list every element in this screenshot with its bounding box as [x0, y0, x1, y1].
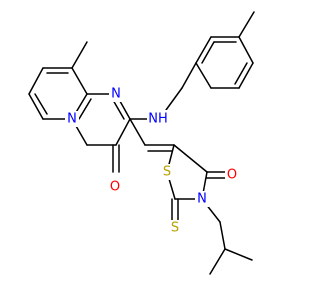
atoms: NH N N O S N O S — [65, 86, 240, 236]
bond — [112, 99, 125, 120]
bond — [181, 62, 197, 89]
bond — [115, 118, 131, 146]
atom-label-mask — [109, 86, 123, 102]
ring-nitrogen-label: N — [111, 87, 121, 102]
fused-nitrogen-label: N — [67, 112, 77, 127]
bond — [78, 98, 92, 120]
atom-label-mask — [225, 167, 240, 183]
atom-label-mask — [108, 179, 123, 195]
bond — [28, 93, 44, 120]
bond — [28, 67, 44, 95]
atom-label-mask — [168, 220, 182, 236]
bond — [195, 62, 212, 89]
thione-sulfur-label: S — [171, 221, 179, 236]
bond — [34, 93, 48, 115]
bond — [129, 118, 146, 146]
bond — [165, 87, 183, 111]
atom-label-mask — [195, 191, 209, 207]
molecule-diagram: NH N N O S N O S — [28, 11, 255, 275]
atom-label-mask — [147, 110, 171, 128]
bond — [238, 11, 255, 38]
amine-nitrogen-label: NH — [148, 112, 168, 127]
bond — [238, 62, 254, 89]
bond — [71, 41, 88, 69]
bond — [209, 248, 226, 275]
bond — [238, 36, 254, 64]
thiazolidine-nitrogen-label: N — [197, 192, 207, 207]
bond — [195, 36, 212, 64]
structure-drawing: NH N N O S N O S — [28, 11, 255, 275]
bond — [201, 41, 215, 64]
bond — [219, 221, 226, 250]
atom-label-mask — [160, 164, 174, 180]
pyrimidinone-oxygen-label: O — [110, 180, 120, 195]
bond — [173, 144, 208, 173]
ring-sulfur-label: S — [163, 165, 171, 180]
bond — [224, 248, 253, 261]
bond — [71, 67, 88, 95]
bonds — [28, 11, 255, 275]
thiazolidine-oxygen-label: O — [227, 168, 237, 183]
bond — [234, 62, 248, 85]
atom-label-mask — [65, 111, 79, 127]
